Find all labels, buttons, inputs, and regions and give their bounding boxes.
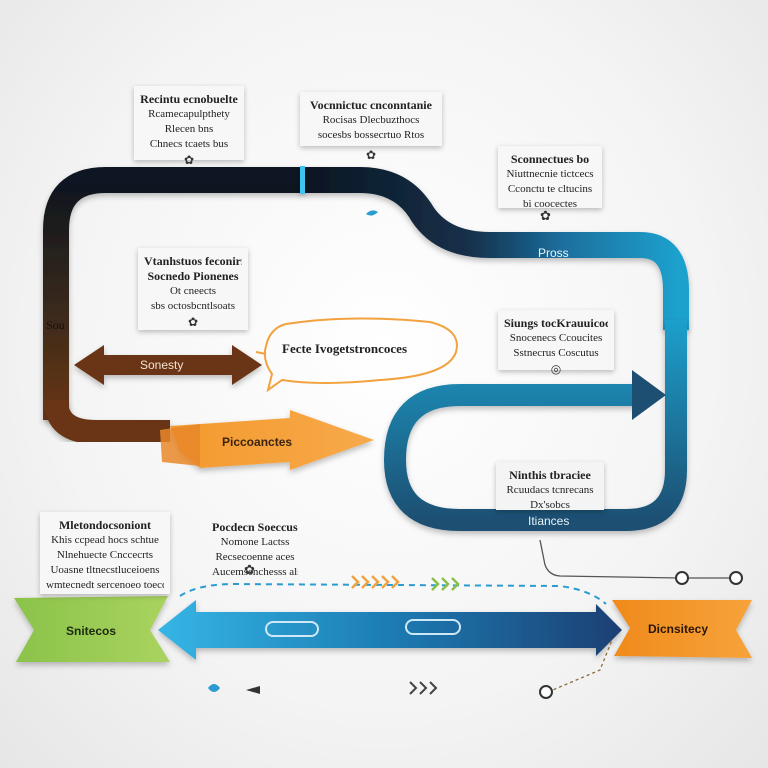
note-line: Socnedo Pionenes <box>147 269 239 283</box>
note-line: Rocisas Dlecbuzthocs <box>322 114 420 126</box>
paperclip-icon <box>405 619 461 635</box>
note-line: Nomone Lactss <box>220 536 290 548</box>
note-line: Uoasne tltnecstluceioens <box>50 564 160 576</box>
note-line: Sconnectues bo <box>510 152 590 166</box>
node-icon <box>729 571 743 585</box>
path-divider-marker <box>300 166 305 194</box>
main-flow-path-left <box>43 167 305 420</box>
note-line: Khis ccpead hocs schtue <box>51 534 159 546</box>
note-line: wmtecnedt sercenoeo toecdr <box>46 579 164 591</box>
note-line: bi coocectes <box>522 198 578 210</box>
dashed-connector <box>179 582 607 605</box>
note-line: Rcamecapulpthety <box>148 108 230 120</box>
note-top-left: Recintu ecnobuelte Rcamecapulpthety Rlec… <box>134 86 244 166</box>
note-top-right: Sconnectues bo Niuttnecnie tictcecs Ccon… <box>498 146 602 210</box>
note-line: Recintu ecnobuelte <box>140 92 238 106</box>
note-line: Snocenecs Ccoucites <box>509 332 603 344</box>
main-flow-path-bottom-left <box>44 399 170 444</box>
chevron-row-dark <box>409 681 438 695</box>
main-flow-path-top <box>300 167 689 330</box>
node-icon <box>675 571 689 585</box>
loop-label: Itiances <box>528 514 570 528</box>
pin-icon: ✿ <box>244 562 255 577</box>
note-line: Nlnehuecte Cnccecrts <box>56 549 154 561</box>
speech-bubble-label: Fecte Ivogetstroncoces <box>282 341 408 356</box>
note-line: Mletondocsoniont <box>58 518 151 532</box>
note-line: sbs octosbcntlsoats <box>150 300 236 312</box>
note-line: Pocdecn Soeccuse <box>212 520 298 534</box>
orange-banner <box>612 600 752 658</box>
green-banner-label: Snitecos <box>66 624 117 638</box>
note-line: Ot cneects <box>169 285 217 297</box>
orange-arrow <box>170 410 374 470</box>
node-icon <box>539 685 553 699</box>
note-bottom-left: Mletondocsoniont Khis ccpead hocs schtue… <box>40 512 170 594</box>
connector-line-right <box>539 539 736 579</box>
orange-banner-label: Dicnsitecy <box>648 622 709 636</box>
note-line: Siungs tocKrauuicocce <box>504 316 608 330</box>
note-center-right: Siungs tocKrauuicocce Snocenecs Ccoucite… <box>498 310 614 375</box>
leaf-icon <box>208 684 220 692</box>
note-line: Recsecoenne aces <box>215 551 295 563</box>
pin-icon: ✿ <box>183 153 195 167</box>
note-center-left: Vtanhstuos feconirng Socnedo Pionenes Ot… <box>138 248 248 330</box>
note-loop-right: Ninthis tbraciee Rcuudacs tcnrecans Dx's… <box>496 462 604 511</box>
green-banner <box>14 596 170 662</box>
right-loop-path <box>383 320 687 531</box>
orange-arrow-back <box>160 424 200 466</box>
note-line: Rlecen bns <box>164 123 214 135</box>
leaf-icon <box>366 210 378 216</box>
note-top-middle: Vocnnictuc cnconntanie Rocisas Dlecbuzth… <box>300 92 442 161</box>
note-line: Dx'sobcs <box>530 499 570 511</box>
pross-label: Pross <box>538 246 569 260</box>
paperclip-icon <box>265 621 319 637</box>
note-line: Vtanhstuos feconirng <box>144 254 242 268</box>
note-line: Sstnecrus Coscutus <box>513 347 599 359</box>
note-line: Vocnnictuc cnconntanie <box>310 98 432 112</box>
speech-bubble-outline <box>263 317 458 393</box>
chevron-row-orange <box>351 575 400 589</box>
brown-double-arrow <box>74 345 262 385</box>
speech-bubble-tail <box>255 351 267 355</box>
bottom-double-arrow <box>158 600 622 660</box>
loop-arrow-head <box>632 370 666 420</box>
pin-icon: ✿ <box>187 315 199 329</box>
note-line: Ninthis tbraciee <box>509 468 591 482</box>
pin-icon: ✿ <box>540 208 551 223</box>
note-bottom-middle: Pocdecn Soeccuse Nomone Lactss Recsecoen… <box>206 514 304 578</box>
note-line: Chnecs tcaets bus <box>149 138 229 150</box>
chevron-row-green <box>431 577 460 591</box>
connector-line-bottom <box>547 639 613 693</box>
note-line: socesbs bossecrtuo Rtos <box>317 129 425 141</box>
note-line: Cconctu te cltucins <box>507 183 593 195</box>
pin-icon: ✿ <box>365 148 377 162</box>
pin-icon: ◎ <box>550 362 562 376</box>
brown-arrow-label: Sonesty <box>140 358 184 372</box>
note-line: Rcuudacs tcnrecans <box>506 484 594 496</box>
note-line: Niuttnecnie tictcecs <box>506 168 594 180</box>
left-edge-label: Sou <box>46 318 65 332</box>
orange-arrow-label: Piccoanctes <box>222 435 293 449</box>
pin-icon <box>246 686 260 694</box>
note-line: Aucemsenchesss alscoos <box>212 566 298 578</box>
